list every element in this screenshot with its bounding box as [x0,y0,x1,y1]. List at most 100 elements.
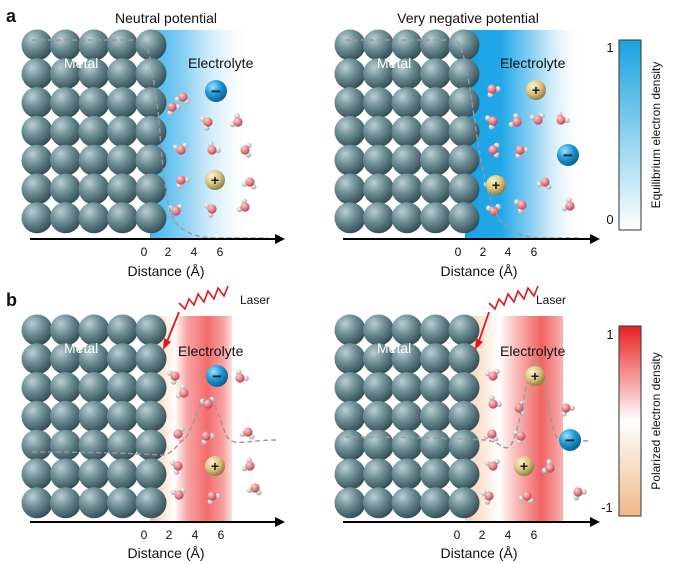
metal-atom [448,429,480,461]
metal-atom [363,429,394,461]
density-profile-b-right [344,359,591,449]
water-molecule [484,458,500,471]
water-molecule [556,111,570,125]
metal-atom [420,58,451,90]
x-axis-title: Distance (Å) [440,545,517,561]
metal-atom [363,487,394,519]
laser-label: Laser [240,293,270,307]
metal-atom [420,314,451,346]
panel-label-a: a [6,6,17,26]
water-molecule [241,177,257,190]
metal-atom [420,458,451,490]
metal-atom [50,144,81,176]
metal-atom [107,29,138,61]
metal-atom [363,400,394,432]
metal-atom [448,487,480,519]
tick-label: 2 [166,528,173,542]
metal-atom [420,144,451,176]
metal-atom [420,487,451,519]
metal-atom [107,115,138,147]
metal-atom [135,429,167,461]
anion: − [205,80,227,102]
metal-atom [135,202,167,234]
cation: + [205,170,225,190]
metal-atom [420,400,451,432]
metal-atom [448,314,480,346]
metal-atom [334,429,366,461]
metal-slab-b-right [334,314,480,519]
metal-atom [78,372,110,404]
metal-atom [334,87,366,119]
water-molecule [573,487,587,501]
water-molecule [487,84,501,98]
anion-sign: − [212,367,222,386]
metal-slab-b-left [21,314,167,519]
metal-atom [21,343,53,375]
water-molecule [199,396,215,409]
metal-label: Metal [377,55,411,71]
metal-atom [107,58,138,90]
laser-label: Laser [536,293,566,307]
metal-atom [107,314,138,346]
electrolyte-label: Electrolyte [500,343,566,359]
metal-atom [21,173,53,205]
metal-atom [420,29,451,61]
water-molecule [561,197,575,212]
water-molecule [229,113,243,128]
metal-atom [391,400,423,432]
metal-atom [78,58,110,90]
water-molecule [514,199,527,214]
metal-atom [363,87,394,119]
metal-atom [448,144,480,176]
metal-atom [21,87,53,119]
metal-atom [391,202,423,234]
metal-atom [21,58,53,90]
metal-atom [391,115,423,147]
tick-label: 4 [191,245,198,259]
metal-atom [50,343,81,375]
metal-atom [21,429,53,461]
metal-atom [420,202,451,234]
water-molecule [536,177,552,190]
cation-sign: + [211,458,219,474]
tick-label: 2 [165,245,172,259]
metal-atom [334,458,366,490]
cation: + [526,80,546,100]
cation: + [486,175,506,195]
metal-atom [21,487,53,519]
water-molecules [166,84,587,505]
metal-atom [78,173,110,205]
tick-label: 0 [141,245,148,259]
colorbar-min-label: -1 [601,500,613,515]
water-molecule [170,487,186,500]
water-molecule [508,113,522,128]
water-molecule [174,92,190,105]
neutral-potential-title: Neutral potential [115,10,217,26]
water-molecule [199,116,213,131]
x-axis-title: Distance (Å) [440,263,517,279]
metal-atom [50,115,81,147]
colorbar-title: Equilibrium electron density [649,62,663,209]
water-molecule [483,429,499,442]
electrolyte-label: Electrolyte [500,55,566,71]
metal-atom [50,400,81,432]
metal-atom [334,58,366,90]
metal-atom [107,458,138,490]
metal-atom [334,487,366,519]
metal-slab-a-right [334,29,480,234]
anion-sign: − [565,431,575,450]
metal-atom [420,372,451,404]
water-molecule [236,198,250,213]
metal-atom [363,173,394,205]
tick-label: 2 [480,245,487,259]
water-molecule [485,203,501,216]
metal-atom [107,372,138,404]
metal-atom [448,458,480,490]
metal-atom [78,343,110,375]
anion-sign: − [563,146,573,165]
water-molecule [518,491,534,504]
metal-atom [135,372,167,404]
water-molecule [515,145,529,159]
metal-atom [135,87,167,119]
cation-sign: + [520,458,528,474]
